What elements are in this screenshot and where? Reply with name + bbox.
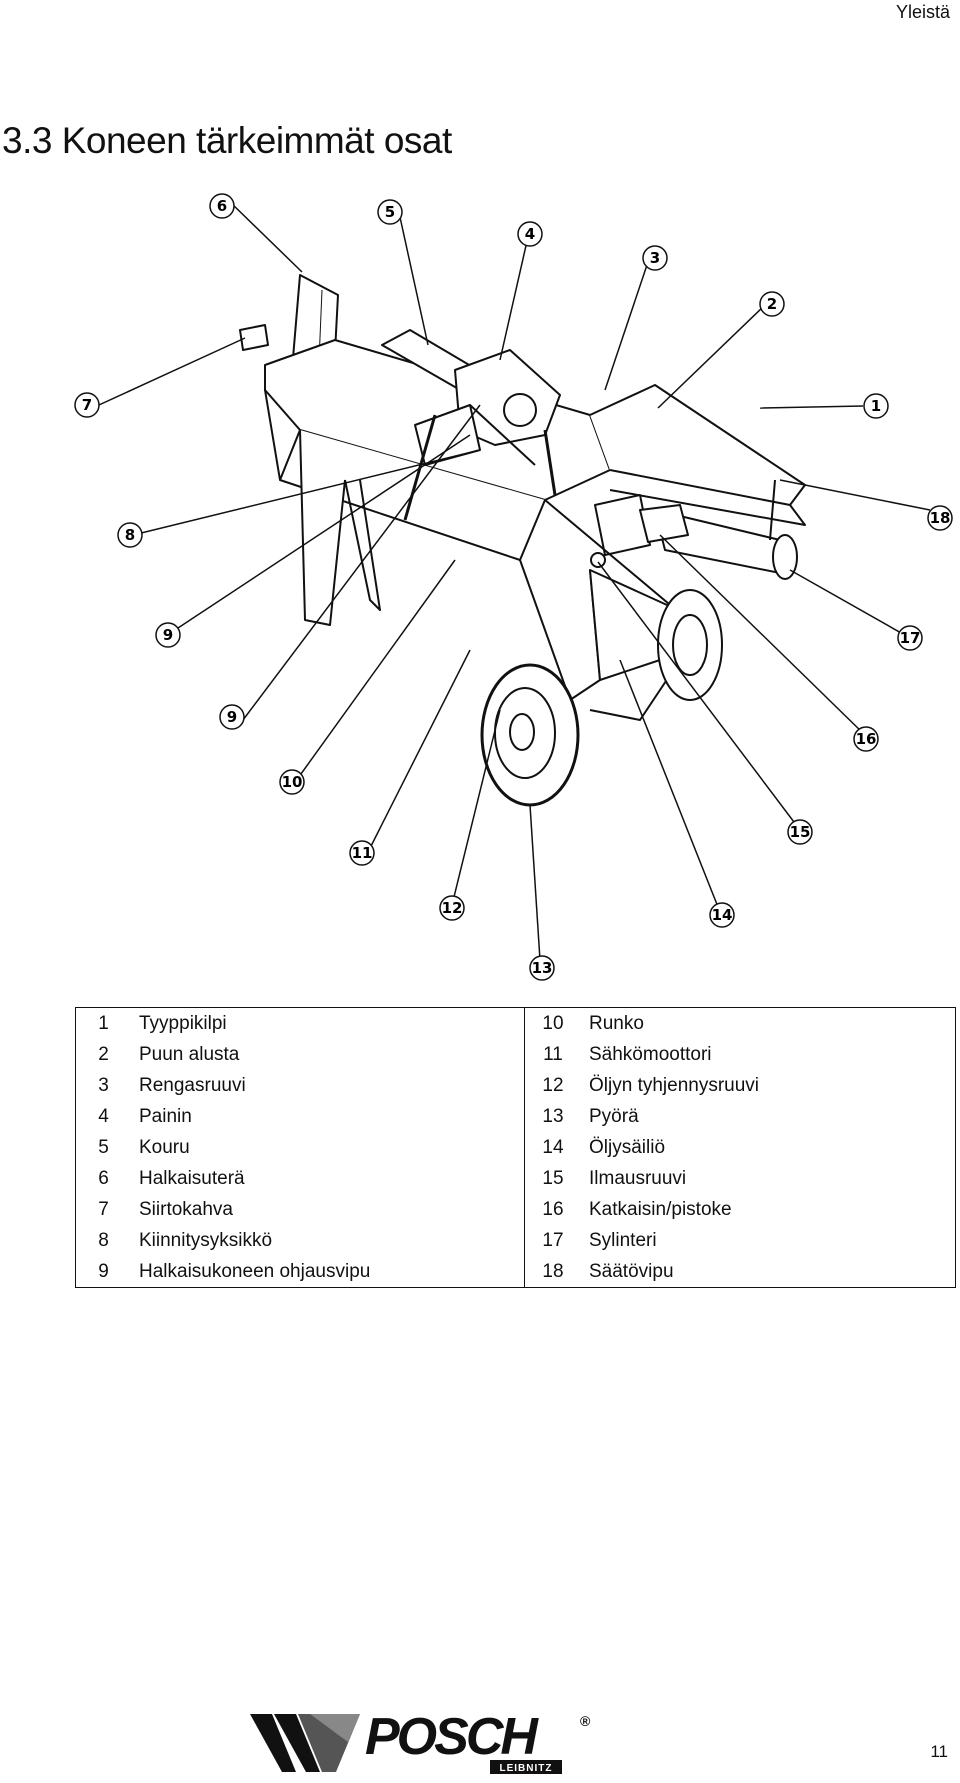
part-number: 8	[75, 1225, 131, 1256]
table-row: 3 Rengasruuvi 12 Öljyn tyhjennysruuvi	[75, 1070, 956, 1101]
callout-11: 11	[349, 840, 375, 866]
callout-3: 3	[642, 245, 668, 271]
callout-label: 4	[525, 225, 535, 243]
parts-table: 1 Tyyppikilpi 10 Runko 2 Puun alusta 11 …	[75, 1007, 956, 1288]
part-number: 12	[524, 1070, 581, 1101]
page-number: 11	[930, 1742, 948, 1761]
part-name: Halkaisukoneen ohjausvipu	[131, 1256, 525, 1288]
callout-label: 11	[352, 844, 373, 862]
part-name: Öljysäiliö	[581, 1132, 956, 1163]
callout-9b: 9	[219, 704, 245, 730]
callout-18: 18	[927, 505, 953, 531]
part-name: Runko	[581, 1007, 956, 1039]
brand-subtitle: LEIBNITZ	[500, 1763, 553, 1774]
callout-label: 10	[282, 773, 303, 791]
part-number: 14	[524, 1132, 581, 1163]
callout-6: 6	[209, 193, 235, 219]
part-number: 11	[524, 1039, 581, 1070]
registered-mark: ®	[580, 1713, 591, 1729]
callout-4: 4	[517, 221, 543, 247]
part-number: 7	[75, 1194, 131, 1225]
callout-label: 15	[790, 823, 811, 841]
callout-label: 9	[163, 626, 173, 644]
callout-label: 2	[767, 295, 777, 313]
section-header: Yleistä	[895, 2, 950, 22]
part-number: 1	[75, 1007, 131, 1039]
callout-1: 1	[863, 393, 889, 419]
part-name: Ilmausruuvi	[581, 1163, 956, 1194]
part-name: Painin	[131, 1101, 525, 1132]
part-name: Kouru	[131, 1132, 525, 1163]
part-number: 10	[524, 1007, 581, 1039]
table-row: 1 Tyyppikilpi 10 Runko	[75, 1007, 956, 1039]
callout-14: 14	[709, 902, 735, 928]
part-name: Puun alusta	[131, 1039, 525, 1070]
callout-label: 12	[442, 899, 463, 917]
callout-12: 12	[439, 895, 465, 921]
table-row: 5 Kouru 14 Öljysäiliö	[75, 1132, 956, 1163]
callout-10: 10	[279, 769, 305, 795]
callout-label: 8	[125, 526, 135, 544]
callout-label: 1	[871, 397, 881, 415]
part-number: 4	[75, 1101, 131, 1132]
callout-label: 13	[532, 959, 553, 977]
callout-label: 5	[385, 203, 395, 221]
part-number: 5	[75, 1132, 131, 1163]
part-name: Sähkömoottori	[581, 1039, 956, 1070]
callout-2: 2	[759, 291, 785, 317]
part-name: Katkaisin/pistoke	[581, 1194, 956, 1225]
part-name: Pyörä	[581, 1101, 956, 1132]
part-number: 9	[75, 1256, 131, 1288]
callout-16: 16	[853, 726, 879, 752]
callout-label: 16	[856, 730, 877, 748]
posch-emblem-icon	[250, 1714, 360, 1772]
callout-label: 3	[650, 249, 660, 267]
posch-logo: POSCH ® LEIBNITZ	[250, 1708, 591, 1774]
callout-label: 14	[712, 906, 733, 924]
part-name: Tyyppikilpi	[131, 1007, 525, 1039]
callout-label: 9	[227, 708, 237, 726]
callout-15: 15	[787, 819, 813, 845]
part-name: Halkaisuterä	[131, 1163, 525, 1194]
callout-17: 17	[897, 625, 923, 651]
part-name: Rengasruuvi	[131, 1070, 525, 1101]
part-number: 18	[524, 1256, 581, 1288]
part-number: 17	[524, 1225, 581, 1256]
callout-label: 17	[900, 629, 921, 647]
table-row: 4 Painin 13 Pyörä	[75, 1101, 956, 1132]
part-number: 16	[524, 1194, 581, 1225]
callout-8: 8	[117, 522, 143, 548]
part-name: Öljyn tyhjennysruuvi	[581, 1070, 956, 1101]
brand-name: POSCH	[365, 1708, 539, 1766]
callout-7: 7	[74, 392, 100, 418]
table-row: 6 Halkaisuterä 15 Ilmausruuvi	[75, 1163, 956, 1194]
part-number: 15	[524, 1163, 581, 1194]
table-row: 9 Halkaisukoneen ohjausvipu 18 Säätövipu	[75, 1256, 956, 1288]
part-number: 2	[75, 1039, 131, 1070]
table-row: 2 Puun alusta 11 Sähkömoottori	[75, 1039, 956, 1070]
part-name: Säätövipu	[581, 1256, 956, 1288]
callout-9a: 9	[155, 622, 181, 648]
callout-5: 5	[377, 199, 403, 225]
part-number: 3	[75, 1070, 131, 1101]
part-number: 6	[75, 1163, 131, 1194]
callout-label: 18	[930, 509, 951, 527]
callout-13: 13	[529, 955, 555, 981]
callout-label: 7	[82, 396, 92, 414]
page-title: 3.3 Koneen tärkeimmät osat	[2, 120, 452, 161]
callout-label: 6	[217, 197, 227, 215]
part-name: Sylinteri	[581, 1225, 956, 1256]
part-name: Kiinnitysyksikkö	[131, 1225, 525, 1256]
machine-parts-diagram: 1 2 3 4 5 6 7 8 9 9 10 11 12 13 14 15 16…	[74, 193, 953, 981]
table-row: 8 Kiinnitysyksikkö 17 Sylinteri	[75, 1225, 956, 1256]
table-row: 7 Siirtokahva 16 Katkaisin/pistoke	[75, 1194, 956, 1225]
part-name: Siirtokahva	[131, 1194, 525, 1225]
part-number: 13	[524, 1101, 581, 1132]
